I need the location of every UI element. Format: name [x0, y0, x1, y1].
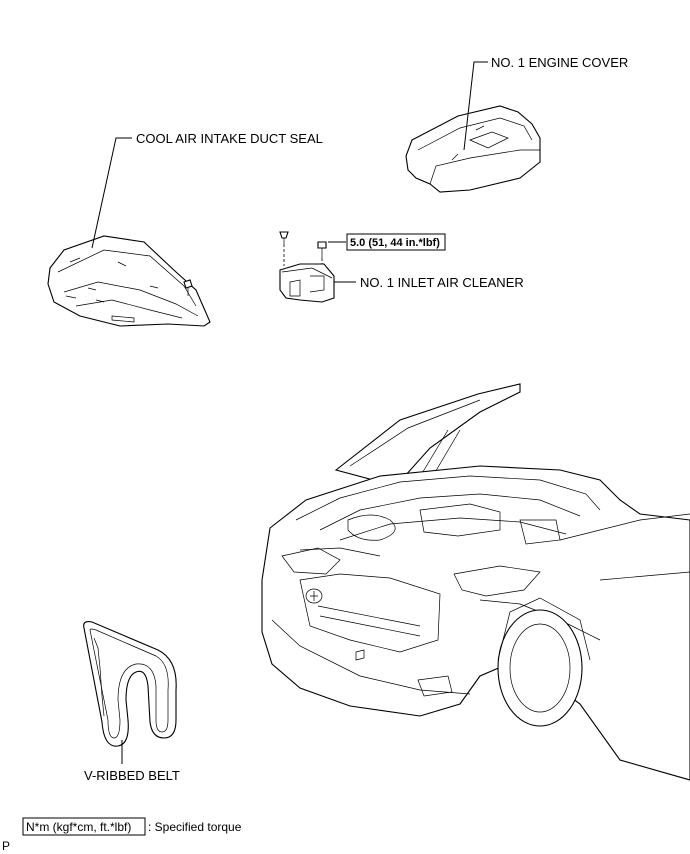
- bolt-icon: [317, 241, 327, 258]
- inlet-air-cleaner-label: NO. 1 INLET AIR CLEANER: [360, 275, 524, 290]
- engine-cover-label: NO. 1 ENGINE COVER: [491, 55, 628, 70]
- page-marker: P: [2, 839, 10, 853]
- legend-unit: N*m (kgf*cm, ft.*lbf): [26, 820, 131, 834]
- torque-value: 5.0 (51, 44 in.*lbf): [350, 237, 440, 249]
- clip-icon: [279, 231, 289, 244]
- v-ribbed-belt-icon: [83, 621, 177, 747]
- clip-icon: [183, 279, 193, 296]
- engine-cover-icon: [405, 105, 541, 193]
- v-belt-label: V-RIBBED BELT: [84, 768, 180, 783]
- legend-torque-box: [22, 817, 146, 836]
- inlet-air-cleaner-icon: [279, 263, 335, 303]
- torque-box: [346, 233, 446, 251]
- vehicle-front-icon: [261, 383, 690, 781]
- legend-description: : Specified torque: [148, 820, 242, 834]
- duct-seal-label: COOL AIR INTAKE DUCT SEAL: [136, 131, 323, 146]
